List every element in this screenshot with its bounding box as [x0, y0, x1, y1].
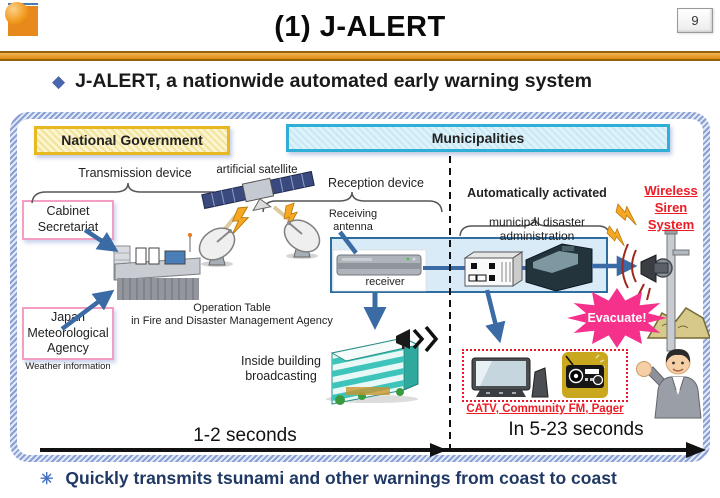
timeline-right-label: In 5-23 seconds: [508, 419, 644, 440]
national-government-box: National Government: [34, 126, 230, 155]
receiver-label: receiver: [365, 276, 405, 288]
subtitle-row: ◆ J-ALERT, a nationwide automated early …: [52, 70, 692, 93]
timeline-left-label: 1-2 seconds: [193, 425, 297, 446]
logo-ball-icon: [5, 2, 29, 26]
diamond-bullet-icon: ◆: [52, 72, 66, 91]
auto-activated-block: Automatically activated municipal disast…: [457, 172, 617, 258]
municipal-disaster-label: municipal disaster administration: [488, 215, 586, 244]
artificial-satellite-label: artificial satellite: [216, 164, 298, 176]
municipalities-box: Municipalities: [286, 124, 670, 152]
receiving-antenna-label: Receiving antenna: [328, 208, 378, 233]
subtitle-text: J-ALERT, a nationwide automated early wa…: [75, 70, 592, 92]
cabinet-secretariat-box: Cabinet Secretariat: [22, 200, 114, 240]
page-number: 9: [677, 8, 713, 33]
evacuate-label: Evacuate!: [587, 311, 647, 325]
page-title: (1) J-ALERT: [274, 11, 446, 43]
operation-table-label: Operation Table in Fire and Disaster Man…: [131, 302, 333, 327]
diagram-frame: National Government Municipalities Cabin…: [10, 112, 710, 462]
automatically-activated-label: Automatically activated: [467, 186, 607, 201]
transmission-device-label: Transmission device: [78, 166, 192, 180]
footer-text: Quickly transmits tsunami and other warn…: [65, 468, 617, 488]
header-divider: [0, 51, 720, 61]
weather-information-label: Weather information: [25, 361, 111, 372]
japan-meteorological-agency-box: Japan Meteorological Agency: [22, 307, 114, 360]
asterisk-bullet-icon: ✳: [40, 470, 54, 488]
inside-building-label: Inside building broadcasting: [241, 354, 321, 383]
media-dotted-box: [462, 349, 628, 402]
reception-device-label: Reception device: [328, 176, 424, 190]
wireless-siren-system-label: Wireless Siren System: [644, 183, 698, 232]
footer-row: ✳ Quickly transmits tsunami and other wa…: [40, 468, 700, 489]
logo-icon: [5, 2, 38, 36]
catv-label: CATV, Community FM, Pager: [466, 403, 624, 415]
